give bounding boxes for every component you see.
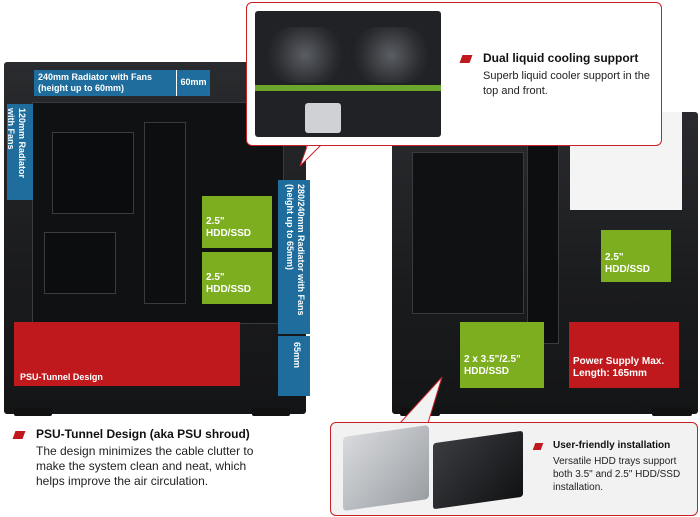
case-foot <box>252 408 290 416</box>
callout-title: Dual liquid cooling support <box>483 51 639 65</box>
radiator-front-right-label: 280/240mm Radiator with Fans (height up … <box>278 180 310 334</box>
drive-bay-3-5: 2 x 3.5"/2.5" HDD/SSD <box>460 322 544 388</box>
install-callout-title: User-friendly installation <box>553 440 671 451</box>
hdd-photo <box>343 424 429 512</box>
psu-tunnel-area: PSU-Tunnel Design <box>14 322 240 386</box>
bullet-icon <box>459 55 473 63</box>
drive-bay-2-5-c: 2.5" HDD/SSD <box>601 230 671 282</box>
drive-cage <box>412 152 524 314</box>
radiator-top-height-label: 60mm <box>176 70 210 96</box>
psu-callout-body: The design minimizes the cable clutter t… <box>36 444 254 488</box>
installation-callout: User-friendly installation Versatile HDD… <box>330 422 698 516</box>
callout-body: Superb liquid cooler support in the top … <box>483 70 650 97</box>
radiator-top-label: 240mm Radiator with Fans (height up to 6… <box>34 70 176 96</box>
drive-bay-2-5-b: 2.5" HDD/SSD <box>202 252 272 304</box>
cable-routing <box>527 142 559 344</box>
fan-icon <box>351 27 431 83</box>
bullet-icon <box>532 443 544 450</box>
cpu-cutout <box>52 132 134 214</box>
liquid-cooling-callout: Dual liquid cooling support Superb liqui… <box>246 2 662 146</box>
hdd-tray-photo <box>433 430 523 510</box>
fan-icon <box>265 27 345 83</box>
rear-cutout <box>44 232 116 294</box>
clearance-65mm-label: 65mm <box>278 336 310 396</box>
case-foot <box>14 408 52 416</box>
install-callout-body: Versatile HDD trays support both 3.5" an… <box>553 456 681 493</box>
pump-block <box>305 103 341 133</box>
case-foot <box>652 408 692 416</box>
psu-callout-title: PSU-Tunnel Design (aka PSU shroud) <box>36 427 250 441</box>
cable-channel <box>144 122 186 304</box>
ram-strip <box>255 85 441 91</box>
liquid-cooler-photo <box>255 11 441 137</box>
callout-pointer <box>398 376 443 424</box>
drive-bay-2-5-a: 2.5" HDD/SSD <box>202 196 272 248</box>
bullet-icon <box>12 431 26 439</box>
radiator-front-label: 120mm Radiator with Fans <box>6 104 33 200</box>
power-supply-area: Power Supply Max. Length: 165mm <box>569 322 679 388</box>
